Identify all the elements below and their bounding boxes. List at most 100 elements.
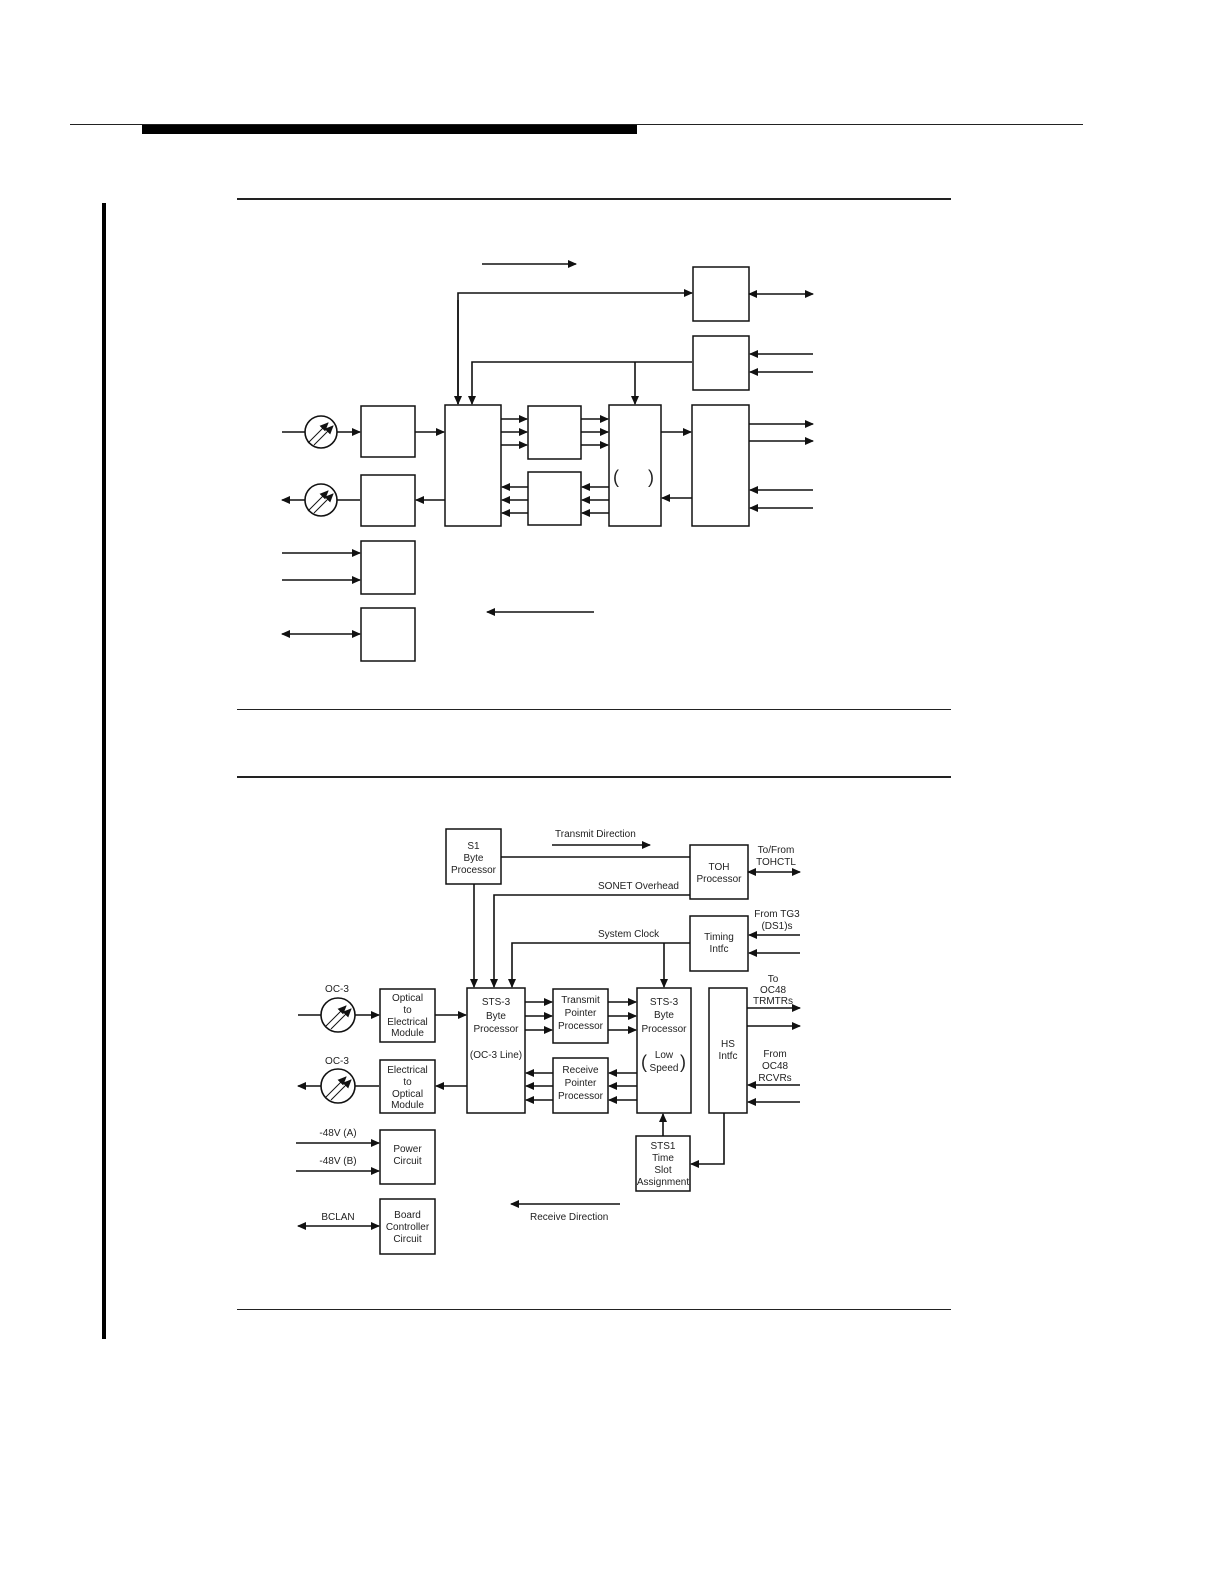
system-clock-label: System Clock [598,929,660,940]
v48a-label: -48V (A) [319,1128,356,1139]
timing-line2: Intfc [710,944,729,955]
o2e-line1: Optical [392,993,423,1004]
oc3-out-label: OC-3 [325,1056,349,1067]
tpp-line2: Pointer [565,1008,597,1019]
svg-text:(: ( [613,467,619,487]
toh-line2: Processor [696,874,742,885]
figure-bottom-rule-1 [237,709,951,710]
toh-line1: TOH [709,862,730,873]
sts3-low-l6: Speed [650,1063,679,1074]
rpp-line1: Receive [562,1065,599,1076]
sts3-low-paren-open: ( [641,1052,647,1072]
hs-line2: Intfc [719,1051,738,1062]
optical-to-electrical-box [379,988,436,1043]
top-e2o-box [360,474,416,527]
transmit-direction-label: Transmit Direction [555,829,636,840]
figure-top-rule-2 [237,776,951,778]
board-line2: Controller [386,1222,430,1233]
optical-input-icon [320,997,356,1033]
e2o-line3: Optical [392,1089,423,1100]
e2o-line4: Module [391,1100,424,1111]
receive-direction-label: Receive Direction [530,1212,608,1223]
o2e-line4: Module [391,1028,424,1039]
sts1-line1: STS1 [650,1141,675,1152]
top-board-box [360,607,416,662]
sts3-line-l5: (OC-3 Line) [470,1050,522,1061]
to-oc48-l2: OC48 [760,985,787,996]
receive-pointer-processor-box [552,1057,609,1114]
sonet-overhead-label: SONET Overhead [598,881,679,892]
s1-line3: Processor [451,865,497,876]
v48b-label: -48V (B) [319,1156,356,1167]
optical-output-icon [320,1068,356,1104]
sts1-time-slot-box [635,1135,691,1192]
bottom-diagram: Transmit Direction Receive Direction S1 … [296,828,801,1255]
to-oc48-l3: TRMTRs [753,996,793,1007]
top-toh-box [692,266,750,322]
sts3-line-l3: Processor [473,1024,519,1035]
power-circuit-box [379,1129,436,1185]
sts1-line4: Assignment [637,1177,689,1188]
sts3-low-l3: Processor [641,1024,687,1035]
power-line2: Circuit [393,1156,422,1167]
tpp-line3: Processor [558,1021,604,1032]
to-from-tohctl-l2: TOHCTL [756,857,796,868]
hs-line1: HS [721,1039,735,1050]
electrical-to-optical-box [379,1059,436,1114]
header-bar [142,125,637,134]
sts1-line2: Time [652,1153,674,1164]
header-rule [70,124,1083,125]
timing-line1: Timing [704,932,734,943]
board-line1: Board [394,1210,421,1221]
figure-top-rule-1 [237,198,951,200]
top-power-box [360,540,416,595]
toh-processor-box [689,844,749,900]
rpp-line2: Pointer [565,1078,597,1089]
board-controller-box [379,1198,436,1255]
top-diagram: ( ) [281,260,814,662]
power-line1: Power [393,1144,422,1155]
transmit-pointer-processor-box [552,988,609,1044]
from-oc48-l1: From [763,1049,786,1060]
figure-bottom-rule-2 [237,1309,951,1310]
sts3-line-l2: Byte [486,1011,506,1022]
top-o2e-box [360,405,416,458]
o2e-line3: Electrical [387,1017,428,1028]
sts3-low-l1: STS-3 [650,997,679,1008]
top-timing-box [692,335,750,391]
s1-line2: Byte [463,853,483,864]
top-hs-box [691,404,750,527]
oc3-in-label: OC-3 [325,984,349,995]
o2e-line2: to [403,1005,412,1016]
bclan-label: BCLAN [321,1212,354,1223]
hs-intfc-box [708,987,748,1114]
to-oc48-l1: To [768,974,779,985]
sts3-low-paren-close: ) [680,1052,686,1072]
from-tg3-l1: From TG3 [754,909,800,920]
tpp-line1: Transmit [561,995,600,1006]
top-sts3-low-box [608,404,662,527]
sts3-low-l5: Low [655,1050,674,1061]
from-oc48-l3: RCVRs [758,1073,791,1084]
e2o-line2: to [403,1077,412,1088]
sts1-line3: Slot [654,1165,671,1176]
sts3-low-l2: Byte [654,1010,674,1021]
from-tg3-l2: (DS1)s [761,921,792,932]
s1-line1: S1 [467,841,480,852]
sts3-line-processor-box [466,987,526,1114]
change-bar [102,203,106,1339]
sts3-line-l1: STS-3 [482,997,511,1008]
timing-intfc-box [689,915,749,972]
to-from-tohctl-l1: To/From [758,845,795,856]
svg-text:): ) [648,467,654,487]
board-line3: Circuit [393,1234,422,1245]
e2o-line1: Electrical [387,1065,428,1076]
s1-byte-processor-box [445,828,502,885]
top-tpp-box [527,405,582,460]
top-sts3-line-box [444,404,502,527]
sts3-low-speed-processor-box [636,987,692,1114]
from-oc48-l2: OC48 [762,1061,789,1072]
top-rpp-box [527,471,582,526]
rpp-line3: Processor [558,1091,604,1102]
